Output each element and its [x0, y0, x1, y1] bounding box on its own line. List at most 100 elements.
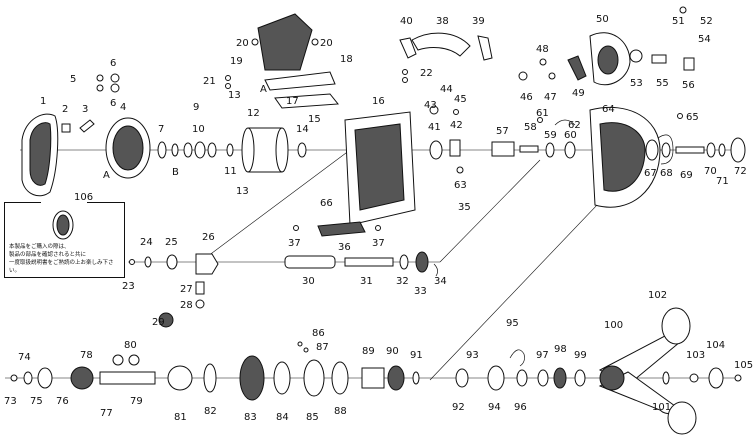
part-70-washer	[706, 142, 716, 158]
callout-80: 80	[124, 340, 137, 351]
callout-3: 3	[82, 104, 88, 115]
callout-51: 51	[672, 16, 685, 27]
callout-72: 72	[734, 166, 747, 177]
callout-12: 12	[247, 108, 260, 119]
part-2-nut	[61, 123, 71, 133]
part-68-ring	[661, 142, 671, 158]
part-73-screw	[10, 374, 18, 382]
part-91-ring	[412, 371, 420, 385]
part-12-spool-flange-r	[275, 127, 289, 173]
part-67-ring	[645, 139, 659, 161]
part-22-screw-a	[402, 69, 408, 75]
part-16-frame-inner	[354, 123, 405, 211]
part-95-spring	[509, 349, 525, 367]
letter-B: B	[172, 167, 179, 178]
part-52-screw	[679, 6, 687, 14]
part-76-gear	[70, 366, 94, 390]
callout-39: 39	[472, 16, 485, 27]
part-36-lever	[317, 221, 366, 237]
callout-91: 91	[410, 350, 423, 361]
callout-25: 25	[165, 237, 178, 248]
callout-75: 75	[30, 396, 43, 407]
callout-55: 55	[656, 78, 669, 89]
callout-20b: 20	[320, 38, 333, 49]
part-33-gear	[415, 251, 429, 273]
callout-28: 28	[180, 300, 193, 311]
part-21-screw-a	[225, 75, 231, 81]
part-23-pin	[129, 259, 135, 265]
callout-93: 93	[466, 350, 479, 361]
part-74-ring	[23, 371, 33, 385]
callout-58: 58	[524, 122, 537, 133]
callout-1: 1	[40, 96, 46, 107]
part-32-bearing	[399, 254, 409, 270]
callout-82: 82	[204, 406, 217, 417]
part-72-cap	[730, 137, 746, 163]
callout-26: 26	[202, 232, 215, 243]
callout-11: 11	[224, 166, 237, 177]
callout-31: 31	[360, 276, 373, 287]
callout-53: 53	[630, 78, 643, 89]
callout-68: 68	[660, 168, 673, 179]
callout-60: 60	[564, 130, 577, 141]
part-37-screw-a	[293, 225, 299, 231]
part-80-ring-b	[128, 354, 140, 366]
part-96-washer	[516, 369, 528, 387]
part-97-washer	[537, 369, 549, 387]
callout-74: 74	[18, 352, 31, 363]
part-26-worm-block	[195, 253, 219, 275]
callout-40: 40	[400, 16, 413, 27]
part-5-screw-b	[96, 84, 104, 92]
callout-46: 46	[520, 92, 533, 103]
callout-2: 2	[62, 104, 68, 115]
callout-45: 45	[454, 94, 467, 105]
callout-89: 89	[362, 346, 375, 357]
part-85-drag-washer	[303, 359, 325, 397]
note-line-3: 一度取扱説明書をご熟読の上お楽しみ下さい。	[9, 260, 114, 274]
part-50-side-plate-center	[597, 45, 619, 75]
part-80-ring-a	[112, 354, 124, 366]
note-line-2: 製品の部品を確認されると共に	[9, 252, 87, 258]
callout-16: 16	[372, 96, 385, 107]
part-27-pin	[195, 281, 205, 295]
callout-90: 90	[386, 346, 399, 357]
callout-32: 32	[396, 276, 409, 287]
callout-14: 14	[296, 124, 309, 135]
part-100-handle-hub	[599, 365, 625, 391]
callout-59: 59	[544, 130, 557, 141]
part-14-bearing	[297, 142, 307, 158]
callout-7: 7	[158, 124, 164, 135]
part-20-screw-b	[311, 38, 319, 46]
part-28-screw	[195, 299, 205, 309]
callout-79: 79	[130, 396, 143, 407]
callout-50: 50	[596, 14, 609, 25]
callout-65: 65	[686, 112, 699, 123]
callout-52: 52	[700, 16, 713, 27]
callout-85: 85	[306, 412, 319, 423]
callout-81: 81	[174, 412, 187, 423]
callout-88: 88	[334, 406, 347, 417]
callout-70: 70	[704, 166, 717, 177]
connect-line-1	[199, 149, 351, 263]
part-86-pin	[297, 341, 303, 347]
callout-101: 101	[652, 402, 671, 413]
part-22-screw-b	[402, 77, 408, 83]
connect-line-3	[439, 159, 541, 263]
part-20-screw-a	[251, 38, 259, 46]
part-39-clip	[477, 35, 493, 61]
note-box-label-gap	[41, 202, 87, 204]
callout-86: 86	[312, 328, 325, 339]
callout-43: 43	[424, 100, 437, 111]
callout-37a: 37	[288, 238, 301, 249]
callout-98: 98	[554, 344, 567, 355]
part-55-plug	[651, 54, 667, 64]
part-69-shaft	[675, 146, 705, 154]
part-81-ratchet	[167, 365, 193, 391]
callout-36: 36	[338, 242, 351, 253]
part-104-cap	[708, 367, 724, 389]
callout-95: 95	[506, 318, 519, 329]
part-88-washer	[331, 361, 349, 395]
callout-29: 29	[152, 317, 165, 328]
callout-22: 22	[420, 68, 433, 79]
callout-21: 21	[203, 76, 216, 87]
